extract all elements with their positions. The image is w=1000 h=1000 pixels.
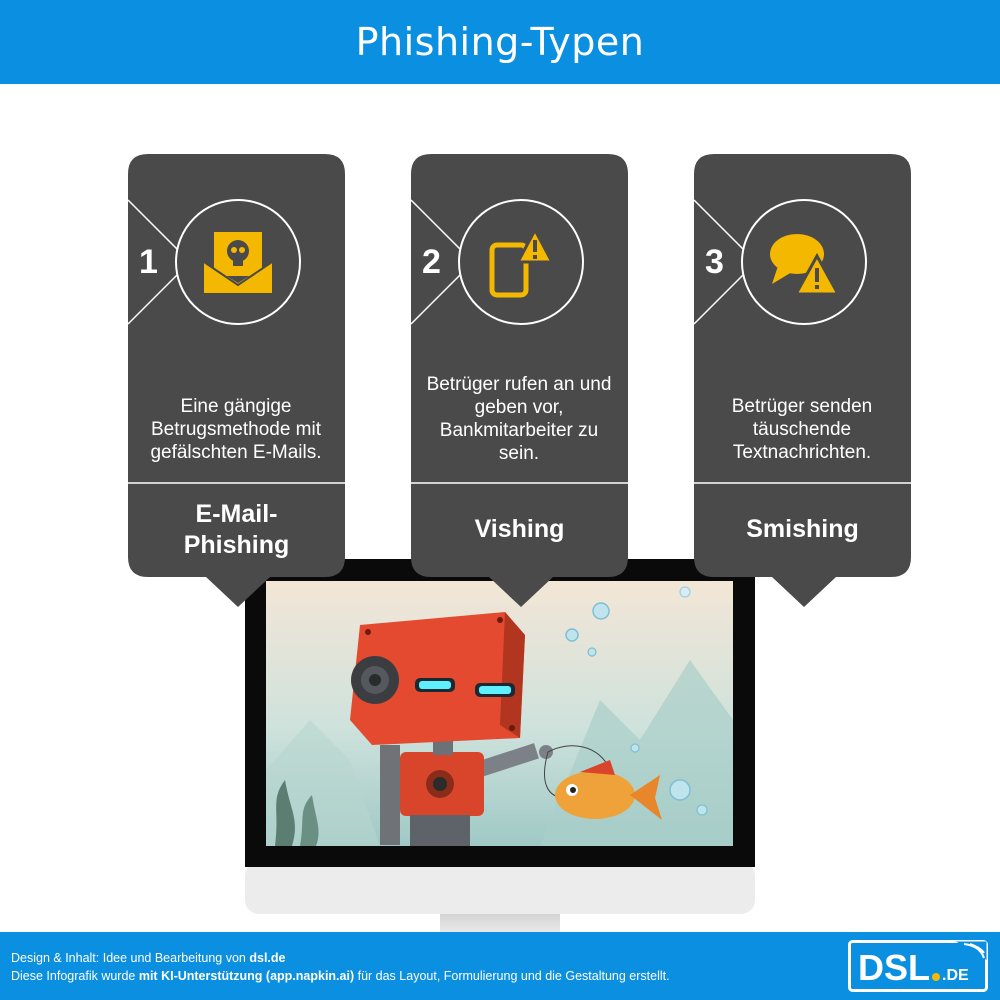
card-smishing (693, 154, 911, 607)
footer-ai-bold: mit KI-Unterstützung (app.napkin.ai) (138, 969, 355, 983)
card-description: Betrüger senden täuschende Textnachricht… (731, 396, 873, 463)
chat-warning-icon (770, 234, 841, 296)
phone-warning-icon (489, 226, 555, 298)
footer-credit: Design & Inhalt: Idee und Bearbeitung vo… (11, 951, 286, 965)
footer-ai-note: Diese Infografik wurde mit KI-Unterstütz… (11, 969, 670, 983)
card-label: Smishing (746, 515, 859, 543)
footer-credit-link[interactable]: dsl.de (249, 951, 286, 965)
card-vishing (410, 154, 628, 607)
footer-ai-suffix: für das Layout, Formulierung und die Ges… (354, 969, 670, 983)
card-email-phishing (127, 154, 345, 607)
header-bar: Phishing-Typen (0, 0, 1000, 84)
logo-suffix: .DE (942, 967, 969, 984)
mail-skull-icon (203, 232, 273, 293)
card-description: Betrüger rufen an und geben vor, Bankmit… (426, 374, 612, 464)
card-label: E-Mail-Phishing (128, 499, 345, 561)
card-description: Eine gängige Betrugsmethode mit gefälsch… (150, 396, 322, 463)
robot-fish-illustration (266, 586, 733, 846)
footer-credit-text: Design & Inhalt: Idee und Bearbeitung vo… (11, 951, 250, 965)
monitor-stand (440, 910, 560, 932)
logo-text: DSL (858, 947, 930, 988)
footer-ai-text: Diese Infografik wurde (11, 969, 139, 983)
card-label-text: E-Mail-Phishing (183, 500, 290, 559)
dsl-logo[interactable]: DSL .DE (848, 940, 988, 992)
page-title: Phishing-Typen (355, 20, 645, 64)
card-label: Vishing (474, 515, 565, 543)
card-number: 2 (422, 243, 441, 281)
monitor-chin (245, 862, 755, 914)
card-number: 3 (705, 243, 724, 281)
card-number: 1 (139, 243, 158, 281)
footer-bar: Design & Inhalt: Idee und Bearbeitung vo… (0, 932, 1000, 1000)
